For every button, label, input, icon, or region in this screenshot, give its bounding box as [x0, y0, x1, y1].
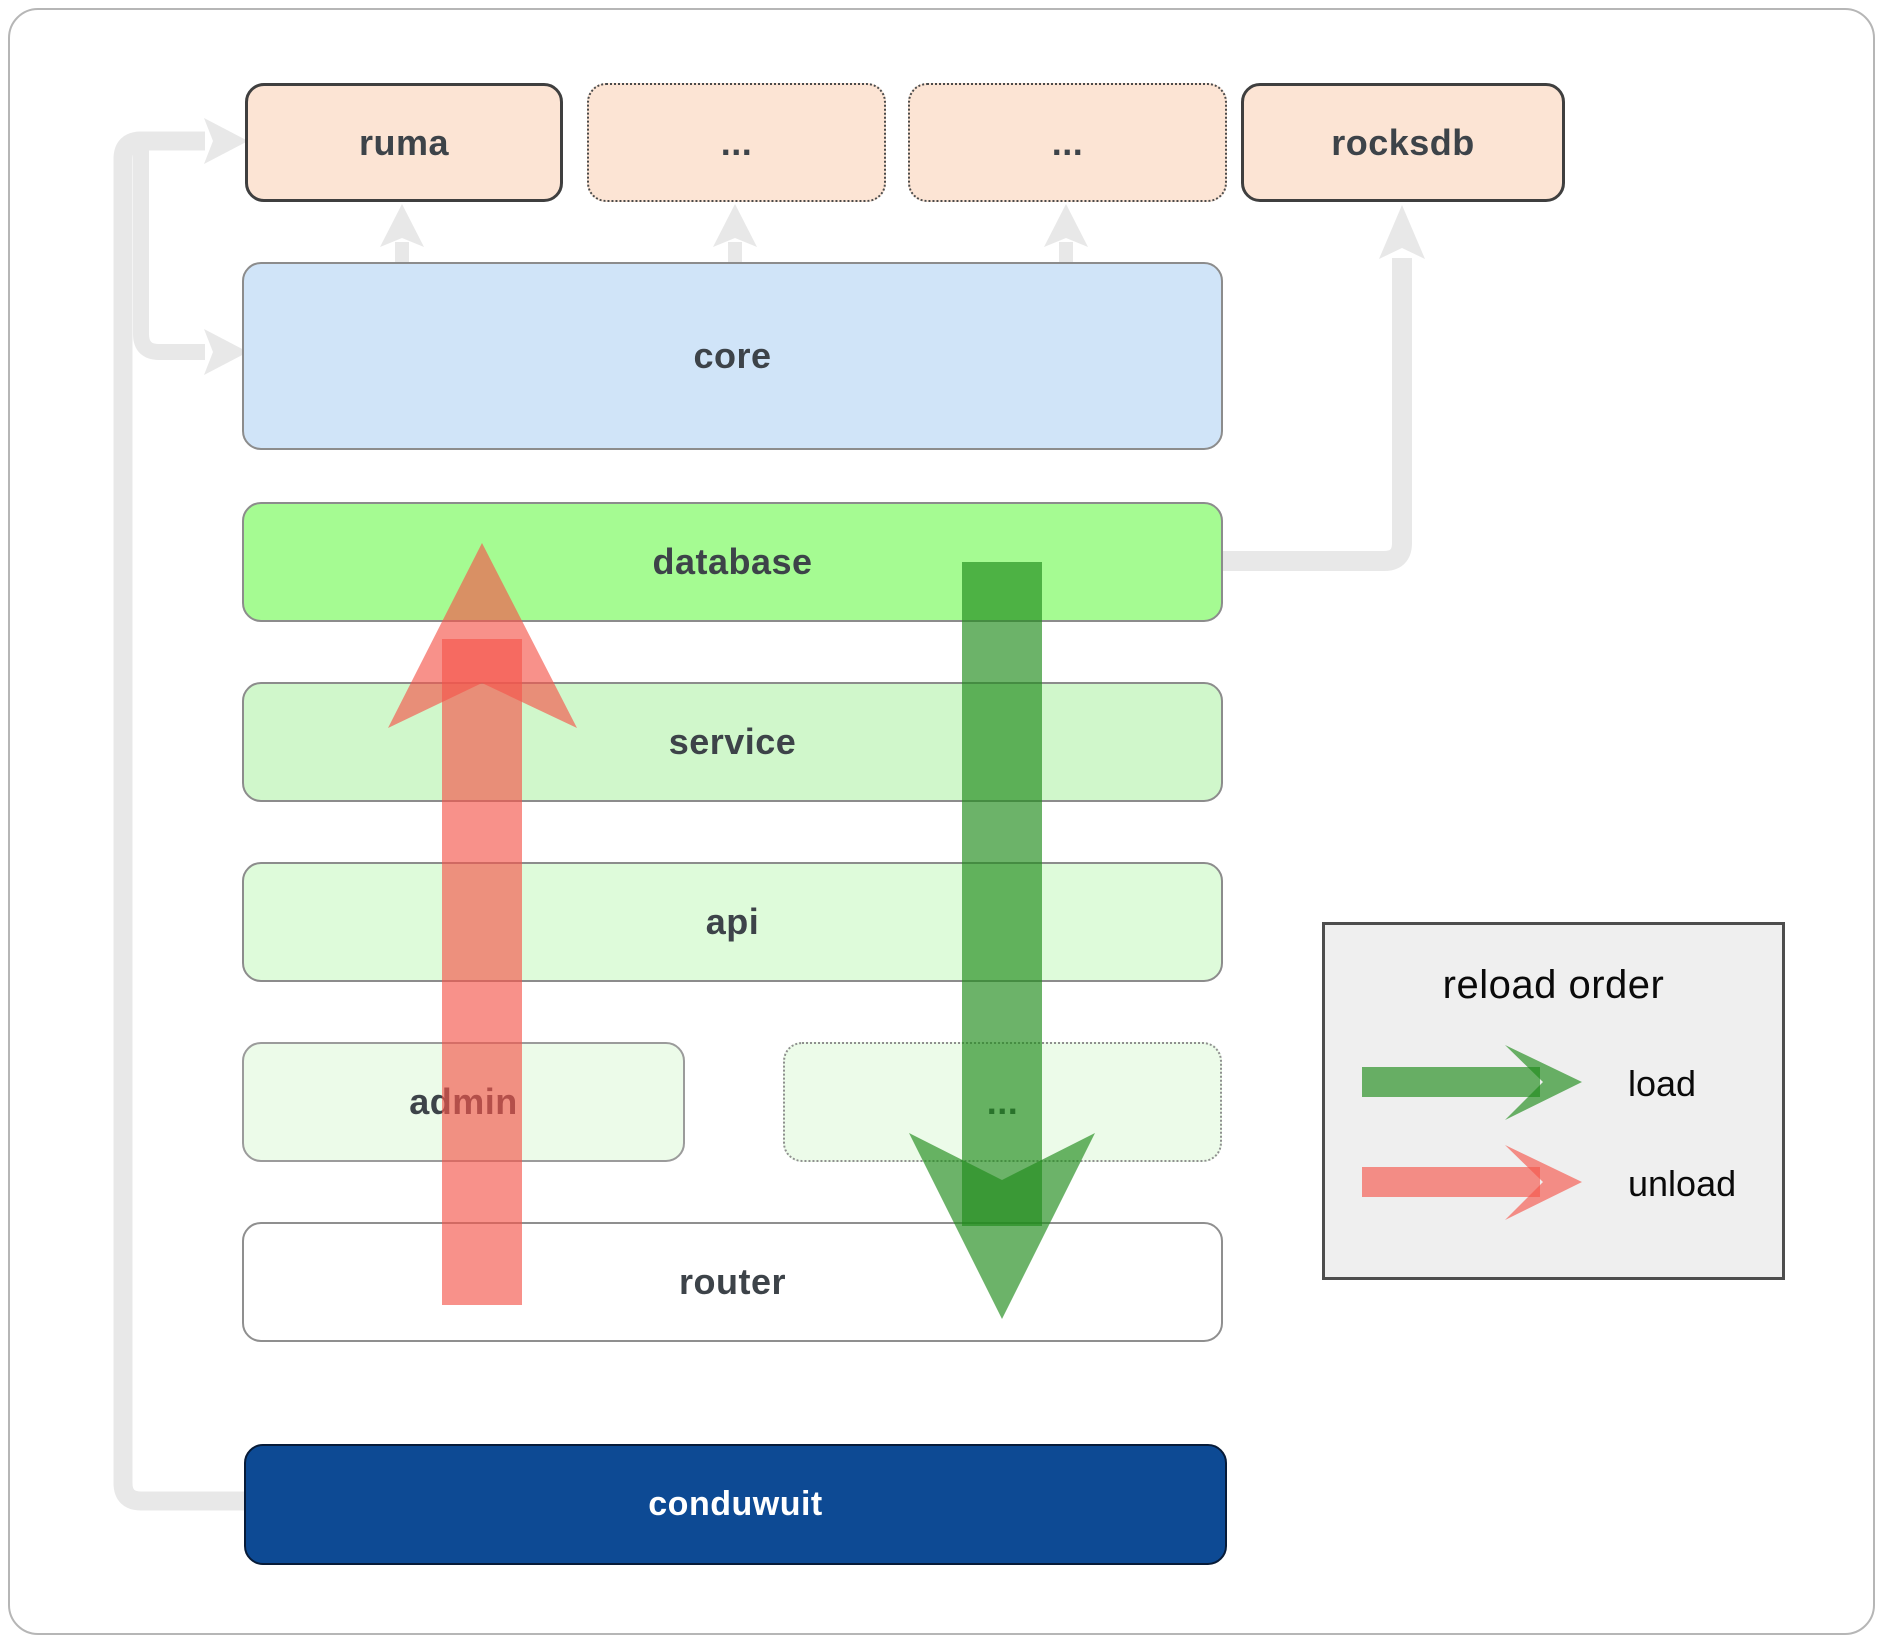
core-to-ellipsis2-arrowhead — [1044, 204, 1088, 247]
box-admin: admin — [242, 1042, 685, 1162]
box-router: router — [242, 1222, 1223, 1342]
arrowhead-into-core — [204, 329, 248, 375]
box-service: service — [242, 682, 1223, 802]
box-ellipsis-top-2: ... — [908, 83, 1227, 202]
legend-title: reload order — [1442, 963, 1665, 1007]
core-to-ruma-arrow-stem — [395, 242, 409, 263]
box-ellipsis-top-2-label: ... — [1051, 121, 1084, 163]
box-router-label: router — [678, 1261, 786, 1302]
box-service-label: service — [668, 721, 797, 762]
core-to-ruma-arrowhead — [380, 204, 424, 247]
arrowhead-into-rocksdb — [1379, 205, 1425, 259]
box-core-label: core — [693, 335, 772, 376]
box-database-label: database — [652, 541, 813, 582]
box-ruma-label: ruma — [358, 121, 450, 163]
box-ellipsis-top-1: ... — [587, 83, 886, 202]
box-rocksdb-label: rocksdb — [1331, 121, 1475, 163]
core-to-ellipsis2-arrow-stem — [1059, 242, 1073, 263]
box-api-label: api — [705, 901, 760, 942]
legend-load-label: load — [1628, 1063, 1697, 1104]
box-api: api — [242, 862, 1223, 982]
box-conduwuit-label: conduwuit — [648, 1485, 823, 1523]
connector-branch-to-core — [133, 145, 205, 360]
core-to-ellipsis1-arrowhead — [713, 204, 757, 247]
connector-conduwuit-to-ruma — [113, 131, 246, 1511]
box-ellipsis-admin: ... — [783, 1042, 1222, 1162]
legend-unload-label: unload — [1628, 1163, 1737, 1204]
box-admin-label: admin — [409, 1081, 518, 1122]
box-conduwuit: conduwuit — [244, 1444, 1227, 1565]
box-database: database — [242, 502, 1223, 622]
outer-frame — [8, 8, 1875, 1635]
legend-reload-order: reload order load unload — [1322, 922, 1785, 1280]
box-core: core — [242, 262, 1223, 450]
box-ruma: ruma — [245, 83, 563, 202]
box-ellipsis-admin-label: ... — [986, 1081, 1019, 1122]
connector-database-to-rocksdb — [1223, 258, 1412, 571]
arrowhead-into-ruma — [204, 118, 248, 164]
box-ellipsis-top-1-label: ... — [720, 121, 753, 163]
box-rocksdb: rocksdb — [1241, 83, 1565, 202]
core-to-ellipsis1-arrow-stem — [728, 242, 742, 263]
